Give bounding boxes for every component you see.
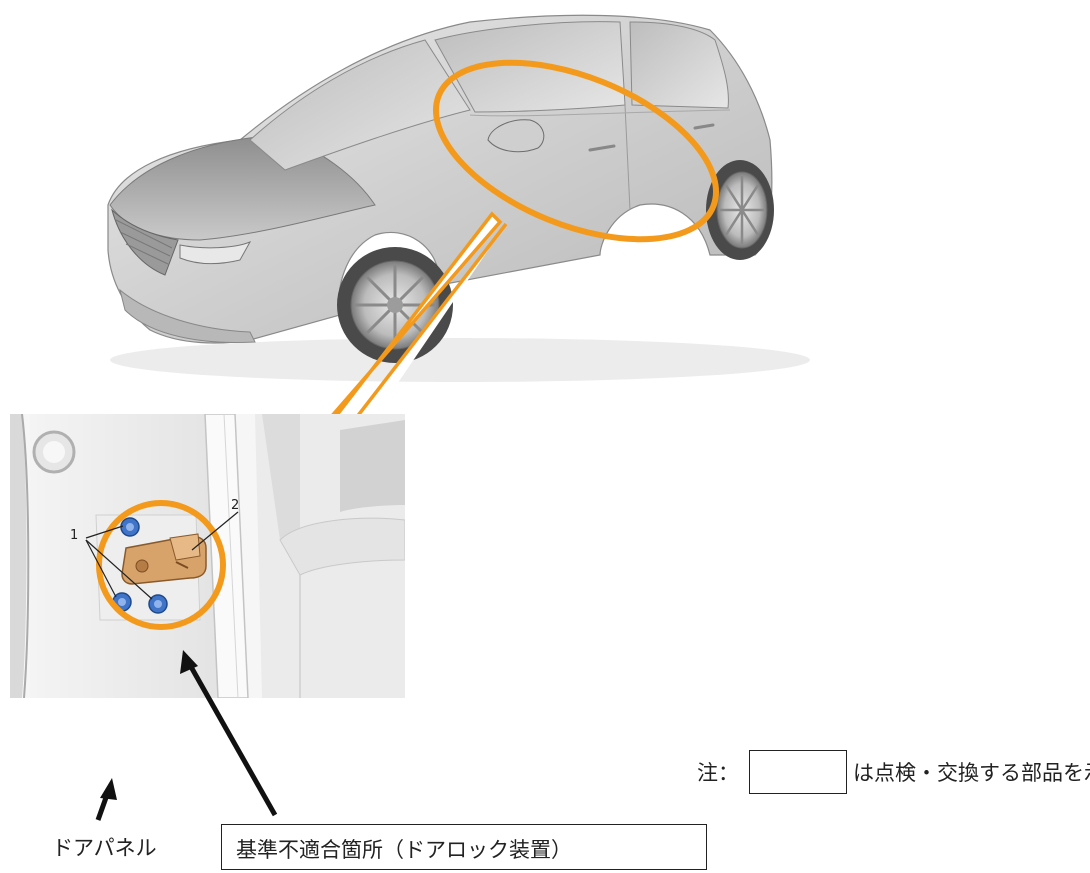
pointer-arrows bbox=[95, 650, 278, 821]
door-striker-icon bbox=[121, 533, 207, 585]
callout-number-bolts: 1 bbox=[70, 528, 79, 543]
arrow-up-icon bbox=[180, 650, 198, 674]
car-illustration bbox=[107, 14, 810, 382]
callout-number-striker: 2 bbox=[231, 498, 240, 513]
legend-empty-box bbox=[749, 750, 847, 794]
defect-location-label: 基準不適合箇所（ドアロック装置） bbox=[236, 838, 572, 862]
highlight-ellipse-car bbox=[433, 59, 719, 243]
note-suffix: は点検・交換する部品を示す bbox=[853, 761, 1090, 785]
door-detail-illustration bbox=[10, 414, 405, 698]
note-prefix: 注： bbox=[697, 761, 739, 785]
arrow-up-icon bbox=[100, 778, 117, 800]
defect-location-box bbox=[221, 824, 707, 870]
door-panel-label: ドアパネル bbox=[52, 836, 157, 860]
